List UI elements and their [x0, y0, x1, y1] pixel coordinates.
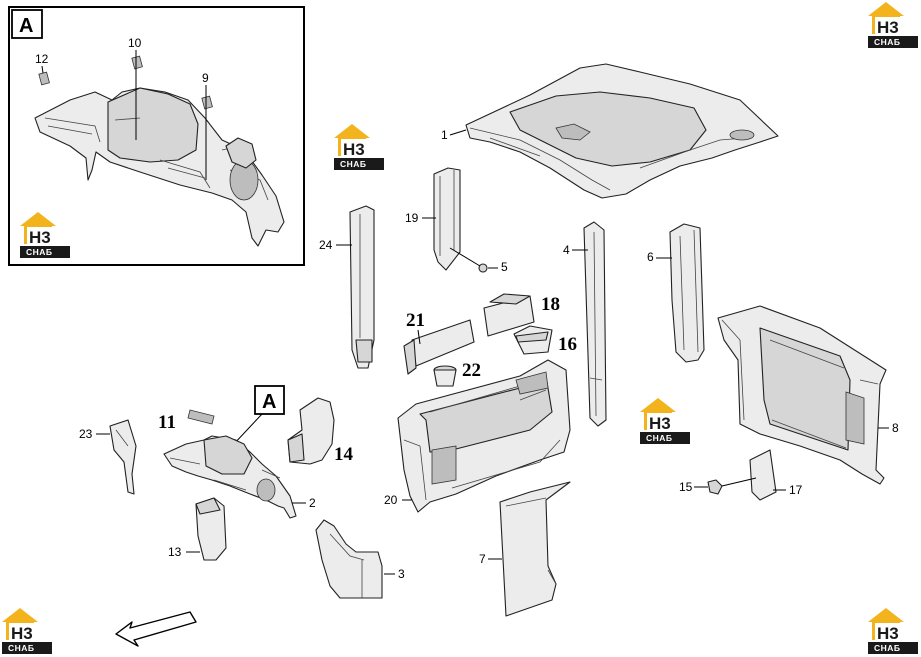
callout-7: 7 [479, 552, 486, 566]
reference-marker-a: A [231, 385, 285, 447]
svg-text:H3: H3 [877, 18, 899, 37]
watermark-logo-bottom-left: H3 СНАБ [2, 608, 52, 654]
callout-17: 17 [789, 483, 803, 497]
part-3-lower-trim [315, 519, 383, 599]
part-5-screw [449, 247, 488, 273]
svg-text:СНАБ: СНАБ [874, 643, 901, 653]
part-19-pillar-trim [433, 167, 461, 271]
part-11-strip [187, 409, 215, 425]
callout-23: 23 [79, 427, 93, 441]
svg-text:СНАБ: СНАБ [8, 643, 35, 653]
svg-text:H3: H3 [11, 624, 33, 643]
part-15-clip [707, 477, 757, 495]
svg-text:H3: H3 [343, 140, 365, 159]
front-direction-arrow-icon [115, 611, 197, 647]
callout-20: 20 [384, 493, 398, 507]
callout-5: 5 [501, 260, 508, 274]
svg-text:H3: H3 [29, 228, 51, 247]
part-2-console [163, 435, 297, 519]
callout-2: 2 [309, 496, 316, 510]
callout-13: 13 [168, 545, 182, 559]
svg-text:H3: H3 [877, 624, 899, 643]
callout-11: 11 [158, 412, 176, 433]
detail-view-label: A [19, 15, 33, 37]
callout-16: 16 [558, 334, 577, 355]
callout-4: 4 [563, 243, 570, 257]
part-6-pillar-trim [669, 223, 705, 363]
part-14-air-duct [287, 397, 335, 465]
part-20-side-panel [397, 359, 571, 513]
callout-8: 8 [892, 421, 899, 435]
callout-15: 15 [679, 480, 693, 494]
svg-text:СНАБ: СНАБ [646, 433, 673, 443]
svg-text:H3: H3 [649, 414, 671, 433]
callout-24: 24 [319, 238, 333, 252]
callout-10: 10 [128, 36, 142, 50]
part-18-pad [483, 293, 535, 337]
detail-view-a: A 12 10 9 H3 СНАБ [8, 6, 305, 266]
callout-22: 22 [462, 360, 481, 381]
watermark-logo-bottom-right: H3 СНАБ [868, 608, 918, 654]
part-7-lower-panel [499, 481, 571, 617]
watermark-logo-upper-center: H3 СНАБ [334, 124, 384, 170]
callout-14: 14 [334, 444, 354, 465]
watermark-logo-detail: H3 СНАБ [20, 212, 70, 258]
part-13-duct [195, 497, 227, 561]
callout-3: 3 [398, 567, 405, 581]
callout-12: 12 [35, 52, 49, 66]
part-24-pillar-trim [349, 205, 375, 369]
part-17-cover-plate [749, 449, 777, 501]
callout-6: 6 [647, 250, 654, 264]
svg-text:СНАБ: СНАБ [340, 159, 367, 169]
callout-19: 19 [405, 211, 419, 225]
part-23-bracket [109, 419, 137, 495]
svg-text:СНАБ: СНАБ [874, 37, 901, 47]
part-4-trim-strip [583, 221, 607, 427]
callout-21: 21 [406, 310, 425, 331]
callout-9: 9 [202, 71, 209, 85]
watermark-logo-top-right: H3 СНАБ [868, 2, 918, 48]
part-1-headliner [465, 63, 779, 199]
part-22-cup [433, 365, 457, 387]
part-8-rear-panel [717, 305, 887, 485]
part-21-bracket [403, 319, 475, 375]
callout-18: 18 [541, 294, 560, 315]
reference-marker-label: A [262, 391, 276, 413]
watermark-logo-center-right: H3 СНАБ [640, 398, 690, 444]
callout-1: 1 [441, 128, 448, 142]
svg-text:СНАБ: СНАБ [26, 247, 53, 257]
part-16-cup-holder [513, 325, 553, 355]
